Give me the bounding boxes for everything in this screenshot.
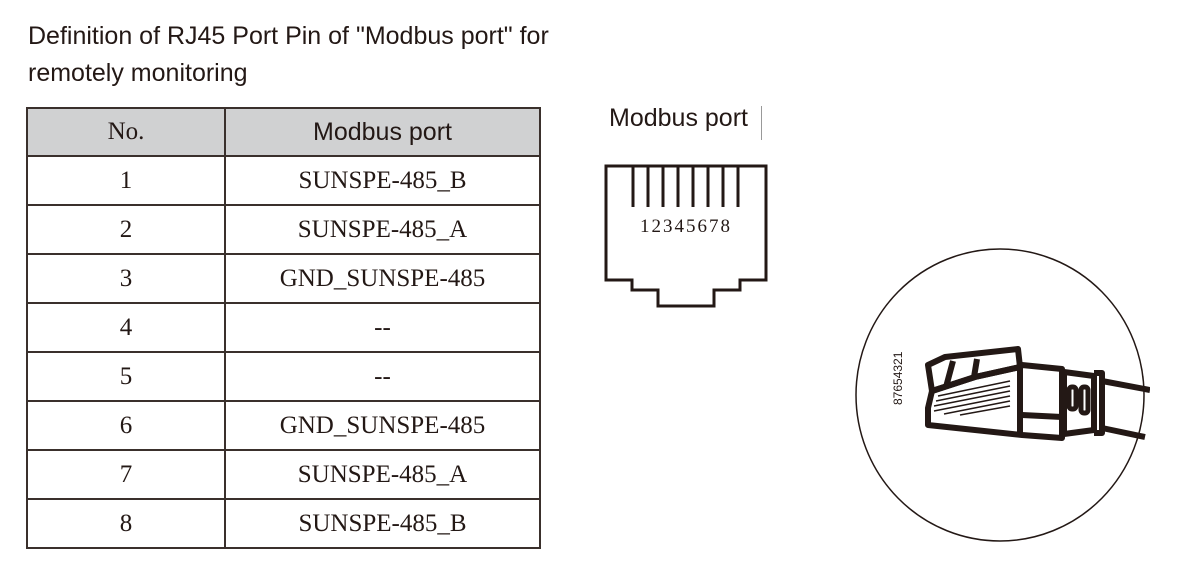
- header-no: No.: [26, 107, 226, 157]
- pin-function: GND_SUNSPE-485: [224, 253, 541, 304]
- pin-number: 8: [26, 498, 226, 549]
- rj45-socket-icon: 12345678: [604, 164, 768, 308]
- pin-function: --: [224, 351, 541, 402]
- pin-function: --: [224, 302, 541, 353]
- pin-number: 7: [26, 449, 226, 500]
- pin-number: 1: [26, 155, 226, 206]
- text-cursor: [761, 106, 762, 140]
- plug-contacts: [933, 380, 1011, 416]
- plug-body: [925, 346, 1150, 441]
- pin-number: 4: [26, 302, 226, 353]
- pin-number: 3: [26, 253, 226, 304]
- pin-function: SUNSPE-485_B: [224, 155, 541, 206]
- header-modbus-port: Modbus port: [224, 107, 541, 157]
- magnifier-circle: [855, 248, 1145, 542]
- pin-number: 2: [26, 204, 226, 255]
- port-diagram-label: Modbus port: [609, 104, 748, 132]
- socket-outline: [604, 164, 768, 308]
- pin-number: 6: [26, 400, 226, 451]
- plug-boot-slots: [1066, 384, 1091, 416]
- plug-pin-numbers: 87654321: [891, 351, 905, 405]
- pin-function: SUNSPE-485_B: [224, 498, 541, 549]
- pin-number: 5: [26, 351, 226, 402]
- pin-function: SUNSPE-485_A: [224, 204, 541, 255]
- document-title: Definition of RJ45 Port Pin of "Modbus p…: [28, 22, 549, 87]
- table-row: 4--: [26, 302, 541, 353]
- table-header-row: No. Modbus port: [26, 107, 541, 157]
- rj45-plug-illustration: 87654321: [855, 248, 1150, 542]
- pin-function: GND_SUNSPE-485: [224, 400, 541, 451]
- table-row: 5--: [26, 351, 541, 402]
- socket-pin-numbers: 12345678: [640, 216, 732, 237]
- socket-contacts: [631, 166, 740, 207]
- pin-function: SUNSPE-485_A: [224, 449, 541, 500]
